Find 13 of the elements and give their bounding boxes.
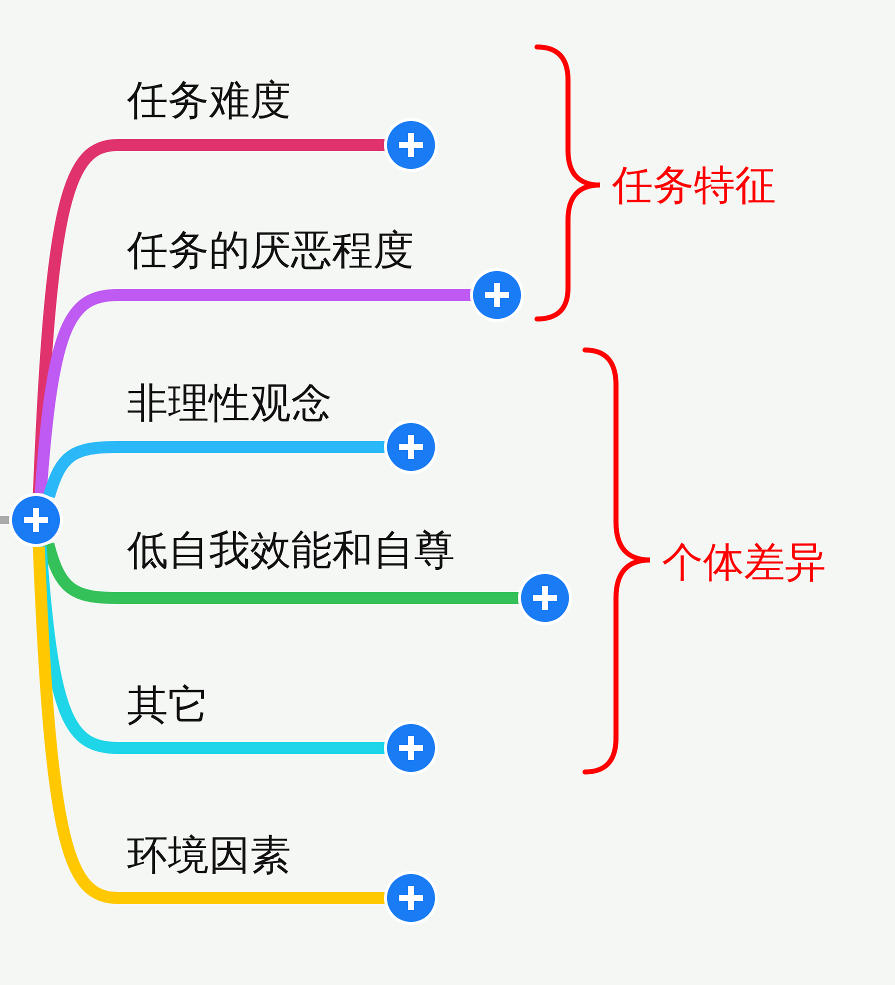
group-label: 个体差异 (662, 537, 826, 588)
branch-label: 环境因素 (127, 830, 291, 881)
expand-icon (8, 492, 64, 548)
branch-label: 非理性观念 (127, 378, 332, 429)
branch-label: 低自我效能和自尊 (127, 525, 455, 576)
group-label: 任务特征 (612, 160, 776, 211)
branch-line (43, 441, 118, 498)
branch-label: 任务的厌恶程度 (127, 225, 414, 276)
branch-label: 任务难度 (127, 75, 291, 126)
branch-line (42, 542, 118, 604)
branch-line (32, 139, 119, 494)
branch-line (32, 546, 119, 904)
branch-label: 其它 (127, 680, 209, 731)
